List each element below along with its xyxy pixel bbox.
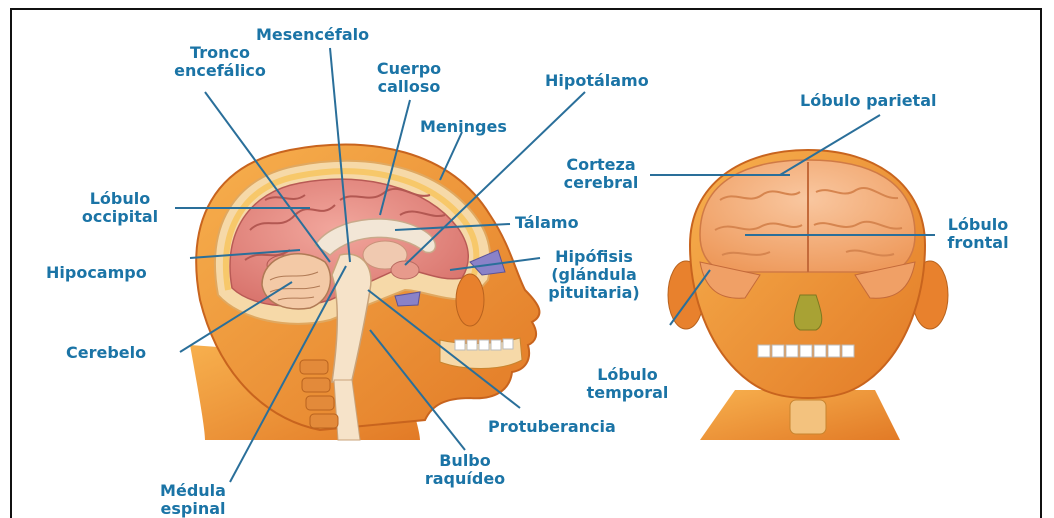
label-hipofisis: Hipófisis (glándula pituitaria) <box>535 248 653 302</box>
label-bulbo-line1: Bulbo <box>410 452 520 470</box>
label-hipotalamo: Hipotálamo <box>545 72 649 90</box>
label-lobulo-parietal: Lóbulo parietal <box>800 92 936 110</box>
label-cuerpo-calloso: Cuerpo calloso <box>368 60 450 96</box>
label-cuerpo-line2: calloso <box>368 78 450 96</box>
label-cerebelo: Cerebelo <box>66 344 146 362</box>
label-corteza-cerebral: Corteza cerebral <box>556 156 646 192</box>
label-bulbo-raquideo: Bulbo raquídeo <box>410 452 520 488</box>
label-lobulo-frontal: Lóbulo frontal <box>938 216 1018 252</box>
label-corteza-line1: Corteza <box>556 156 646 174</box>
label-occipital-line2: occipital <box>70 208 170 226</box>
teeth-front <box>758 345 854 357</box>
label-hipocampo: Hipocampo <box>46 264 147 282</box>
label-medula-espinal: Médula espinal <box>148 482 238 518</box>
label-hipofisis-line1: Hipófisis <box>535 248 653 266</box>
label-hipofisis-line2: (glándula <box>535 266 653 284</box>
label-tronco-line2: encefálico <box>170 62 270 80</box>
label-hipofisis-line3: pituitaria) <box>535 284 653 302</box>
label-medula-line2: espinal <box>148 500 238 518</box>
label-cuerpo-line1: Cuerpo <box>368 60 450 78</box>
teeth-side <box>455 339 513 350</box>
cervical-vertebra <box>790 400 826 434</box>
label-occipital-line1: Lóbulo <box>70 190 170 208</box>
label-temporal-line1: Lóbulo <box>580 366 675 384</box>
frontal-head-illustration <box>668 150 948 440</box>
ear <box>456 274 484 326</box>
label-tronco-encefalico: Tronco encefálico <box>170 44 270 80</box>
label-bulbo-line2: raquídeo <box>410 470 520 488</box>
label-mesencefalo: Mesencéfalo <box>256 26 369 44</box>
label-talamo: Tálamo <box>515 214 579 232</box>
nasal-cavity <box>794 295 822 330</box>
sagittal-head-illustration <box>190 145 539 440</box>
label-meninges: Meninges <box>420 118 507 136</box>
label-tronco-line1: Tronco <box>170 44 270 62</box>
label-frontal-line2: frontal <box>938 234 1018 252</box>
label-lobulo-occipital: Lóbulo occipital <box>70 190 170 226</box>
label-corteza-line2: cerebral <box>556 174 646 192</box>
label-protuberancia: Protuberancia <box>488 418 616 436</box>
label-temporal-line2: temporal <box>580 384 675 402</box>
cerebellum <box>262 254 330 309</box>
label-lobulo-temporal: Lóbulo temporal <box>580 366 675 402</box>
label-frontal-line1: Lóbulo <box>938 216 1018 234</box>
label-medula-line1: Médula <box>148 482 238 500</box>
